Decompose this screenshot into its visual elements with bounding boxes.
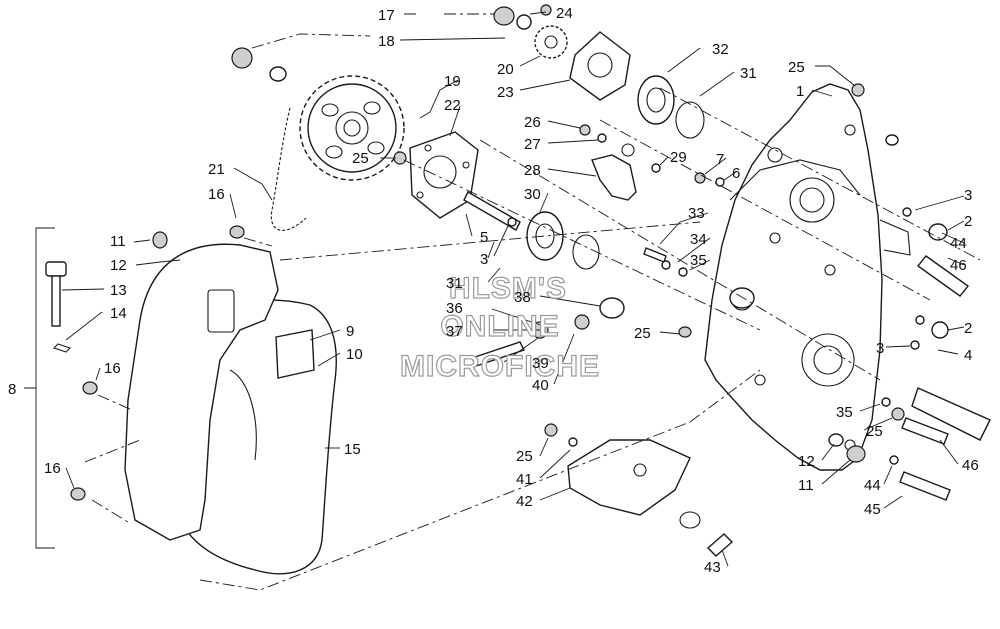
callout-5: 5 xyxy=(480,229,488,246)
watermark-line-2: ONLINE xyxy=(440,310,559,343)
callout-31b: 31 xyxy=(446,275,463,292)
callout-30: 30 xyxy=(524,186,541,203)
watermark-line-1: HLSM'S xyxy=(449,272,567,305)
lower-bracket xyxy=(567,439,701,529)
callout-1: 1 xyxy=(796,83,804,100)
bolts xyxy=(463,191,991,557)
callout-6: 6 xyxy=(732,165,740,182)
callout-17: 17 xyxy=(378,7,395,24)
callout-3c: 3 xyxy=(876,340,884,357)
callout-12b: 12 xyxy=(798,453,815,470)
callout-3b: 3 xyxy=(480,251,488,268)
callout-34: 34 xyxy=(690,231,707,248)
callout-10: 10 xyxy=(346,346,363,363)
watermark: HLSM'S ONLINE MICROFICHE xyxy=(399,271,600,383)
callout-44b: 44 xyxy=(864,477,881,494)
callout-2a: 2 xyxy=(964,213,972,230)
leader-lines xyxy=(61,11,981,591)
callout-3a: 3 xyxy=(964,187,972,204)
callout-4: 4 xyxy=(964,347,972,364)
callout-26: 26 xyxy=(524,114,541,131)
callout-19: 19 xyxy=(444,73,461,90)
callout-25d: 25 xyxy=(866,423,883,440)
callout-21: 21 xyxy=(208,161,225,178)
callout-9: 9 xyxy=(346,323,354,340)
hardware-top xyxy=(231,4,552,82)
callout-44a: 44 xyxy=(950,235,967,252)
callout-16c: 16 xyxy=(44,460,61,477)
callout-38: 38 xyxy=(514,289,531,306)
callout-16b: 16 xyxy=(104,360,121,377)
callout-11a: 11 xyxy=(110,233,126,250)
bearings-and-seals xyxy=(526,75,705,270)
small-sprocket xyxy=(534,25,568,59)
callout-35a: 35 xyxy=(690,252,707,269)
tensioner-bracket xyxy=(591,143,637,201)
callout-46b: 46 xyxy=(962,457,979,474)
watermark-line-3: MICROFICHE xyxy=(400,350,600,383)
top-plate xyxy=(569,31,631,101)
callout-40: 40 xyxy=(532,377,549,394)
callout-20: 20 xyxy=(497,61,514,78)
callout-2b: 2 xyxy=(964,320,972,337)
chaincase-housing xyxy=(704,83,911,471)
callout-46a: 46 xyxy=(950,257,967,274)
callout-7: 7 xyxy=(716,151,724,168)
callout-25e: 25 xyxy=(516,448,533,465)
callout-32: 32 xyxy=(712,41,729,58)
callout-23: 23 xyxy=(497,84,514,101)
dipstick xyxy=(45,261,72,353)
callout-43: 43 xyxy=(704,559,721,576)
callout-24: 24 xyxy=(556,5,573,22)
callout-16a: 16 xyxy=(208,186,225,203)
callout-42: 42 xyxy=(516,493,533,510)
callout-25a: 25 xyxy=(788,59,805,76)
callout-14: 14 xyxy=(110,305,127,322)
callout-15: 15 xyxy=(344,441,361,458)
callout-45: 45 xyxy=(864,501,881,518)
callout-27: 27 xyxy=(524,136,541,153)
group-8-bracket xyxy=(24,227,55,549)
callout-22: 22 xyxy=(444,97,461,114)
callout-29: 29 xyxy=(670,149,687,166)
callout-11b: 11 xyxy=(798,477,814,494)
callout-18: 18 xyxy=(378,33,395,50)
callout-labels: 17 24 18 20 32 25 1 31 23 19 22 26 27 28… xyxy=(8,5,979,576)
callout-28: 28 xyxy=(524,162,541,179)
callout-31a: 31 xyxy=(740,65,757,82)
callout-8: 8 xyxy=(8,381,16,398)
callout-36: 36 xyxy=(446,300,463,317)
callout-13: 13 xyxy=(110,282,127,299)
callout-41: 41 xyxy=(516,471,533,488)
drive-sprocket xyxy=(299,75,405,181)
callout-39: 39 xyxy=(532,355,549,372)
callout-37: 37 xyxy=(446,323,463,340)
callout-33: 33 xyxy=(688,205,705,222)
callout-25b: 25 xyxy=(352,150,369,167)
inner-cover-gasket xyxy=(124,243,279,541)
callout-35b: 35 xyxy=(836,404,853,421)
callout-12a: 12 xyxy=(110,257,127,274)
bearing-plate xyxy=(409,131,479,219)
callout-25c: 25 xyxy=(634,325,651,342)
